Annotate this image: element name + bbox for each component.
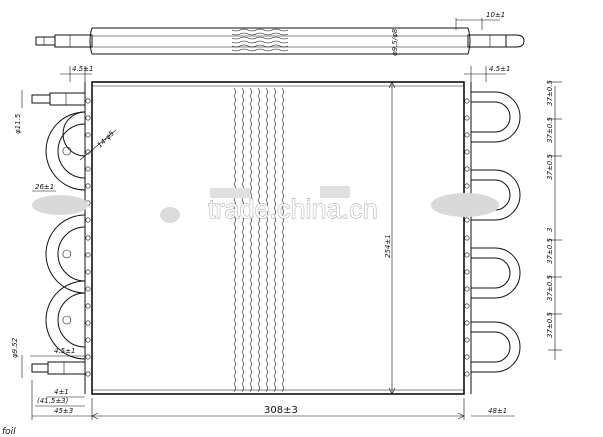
dim-pitch: 37±0.5 — [546, 117, 554, 143]
header-hole — [85, 166, 91, 172]
dim-pitch: 37±0.5 — [546, 312, 554, 338]
header-hole — [464, 217, 470, 223]
fin-waves — [233, 87, 284, 393]
width-dimension: 308±3 48±1 — [91, 398, 515, 420]
left-return-bends — [45, 111, 86, 360]
header-hole — [464, 252, 470, 258]
dim-pitch: 37±0.5 — [546, 238, 554, 264]
header-hole — [464, 235, 470, 241]
dim-right-offset: 48±1 — [488, 407, 507, 415]
footer-label: foil — [2, 427, 16, 437]
dim-right-top-offset: 4.5±1 — [489, 65, 510, 73]
header-hole — [85, 235, 91, 241]
return-bend — [471, 247, 521, 299]
return-bend — [471, 169, 521, 221]
dim-core-height: 254±1 — [384, 234, 392, 258]
dim-inlet-diameter: φ11.5 — [14, 113, 22, 134]
fin-wave — [265, 87, 268, 393]
header-hole — [464, 98, 470, 104]
header-hole — [464, 269, 470, 275]
top-fins — [231, 28, 289, 52]
watermark-blobs — [32, 186, 499, 223]
header-hole — [464, 320, 470, 326]
dim-pitch: 37±0.5 — [546, 275, 554, 301]
header-holes — [85, 98, 470, 377]
fin-wave — [249, 87, 252, 393]
dim-left-bottom-offset: 4.5±1 — [54, 347, 75, 355]
header-hole — [85, 183, 91, 189]
header-hole — [85, 132, 91, 138]
left-side: 4.5±1 φ11.5 14-φ5 26±1 4.5±1 φ9.52 4±1 (… — [11, 65, 116, 420]
header-hole — [464, 166, 470, 172]
header-hole — [85, 303, 91, 309]
fin-wave — [257, 87, 260, 393]
dim-pitch-mid: 3 — [546, 228, 554, 232]
right-side: 4.5±1 37±0.537±0.537±0.537±0.537±0.537±0… — [464, 65, 562, 373]
header-hole — [464, 286, 470, 292]
header-hole — [85, 217, 91, 223]
header-hole — [85, 269, 91, 275]
header-hole — [85, 320, 91, 326]
dim-top-fitting: 10±1 — [486, 11, 505, 19]
fin-wave — [241, 87, 244, 393]
header-hole — [85, 149, 91, 155]
return-bend — [471, 91, 521, 143]
dim-outlet-diameter: φ9.52 — [11, 337, 19, 358]
return-bend — [45, 280, 86, 360]
return-bend — [471, 321, 521, 373]
header-hole — [85, 337, 91, 343]
fin-wave — [273, 87, 276, 393]
height-dimension: 254±1 — [384, 81, 396, 395]
header-hole — [85, 371, 91, 377]
dim-left-top-offset: 4.5±1 — [72, 65, 93, 73]
fin-wave — [281, 87, 284, 393]
header-hole — [85, 286, 91, 292]
right-return-bends — [471, 91, 521, 373]
fin-wave — [233, 87, 236, 393]
header-hole — [464, 354, 470, 360]
dim-core-width: 308±3 — [264, 405, 298, 416]
return-bend — [45, 214, 86, 294]
core — [84, 81, 472, 395]
dim-stub-45: 45±3 — [54, 407, 73, 415]
watermark: trade.china.cn — [208, 194, 378, 224]
header-hole — [464, 132, 470, 138]
header-hole — [464, 371, 470, 377]
return-bend — [45, 111, 86, 191]
header-hole — [85, 115, 91, 121]
header-hole — [85, 98, 91, 104]
pitch-dimensions: 37±0.5 37±0.5 37±0.5 37±0.5 37±0.5 37±0.5 — [546, 80, 562, 351]
header-hole — [464, 337, 470, 343]
header-hole — [464, 303, 470, 309]
dim-stub-4: 4±1 — [54, 388, 69, 396]
header-hole — [464, 115, 470, 121]
dim-pitch: 37±0.5 — [546, 80, 554, 106]
dim-left-bend-offset: 26±1 — [35, 183, 54, 191]
header-hole — [85, 354, 91, 360]
dim-pitch: 37±0.5 — [546, 154, 554, 180]
dim-tube-diameter: φ9.5/φ8 — [391, 28, 399, 56]
header-hole — [85, 252, 91, 258]
header-hole — [464, 183, 470, 189]
top-view: 10±1 φ9.5/φ8 — [35, 11, 525, 56]
dim-stub-415: (41.5±3) — [37, 397, 69, 405]
header-hole — [464, 149, 470, 155]
